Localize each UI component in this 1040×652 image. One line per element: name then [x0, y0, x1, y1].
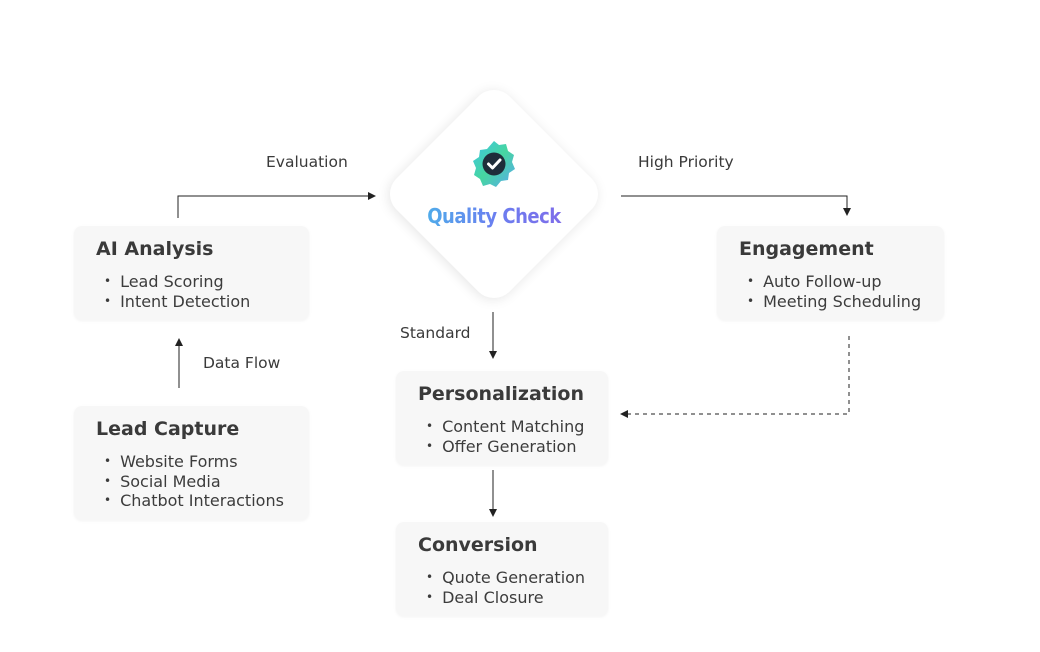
list-item: Offer Generation	[426, 437, 584, 457]
node-list: Auto Follow-up Meeting Scheduling	[747, 272, 921, 311]
list-item: Deal Closure	[426, 588, 585, 608]
connector-ai-to-quality	[177, 192, 376, 218]
decision-diamond	[380, 80, 608, 308]
quality-check-node: Quality Check	[380, 80, 608, 308]
node-title: Lead Capture	[96, 418, 240, 440]
list-item: Intent Detection	[104, 292, 250, 312]
conversion-node: Conversion Quote Generation Deal Closure	[396, 522, 608, 616]
list-item: Lead Scoring	[104, 272, 250, 292]
edge-label-data-flow: Data Flow	[203, 354, 281, 372]
node-list: Website Forms Social Media Chatbot Inter…	[104, 452, 284, 511]
node-title: Personalization	[418, 383, 584, 405]
node-list: Quote Generation Deal Closure	[426, 568, 585, 607]
edge-label-standard: Standard	[400, 324, 471, 342]
list-item: Content Matching	[426, 417, 584, 437]
list-item: Chatbot Interactions	[104, 491, 284, 511]
lead-capture-node: Lead Capture Website Forms Social Media …	[74, 406, 309, 520]
connector-quality-to-engagement	[621, 195, 851, 216]
node-list: Content Matching Offer Generation	[426, 417, 584, 456]
personalization-node: Personalization Content Matching Offer G…	[396, 371, 608, 465]
edge-label-evaluation: Evaluation	[266, 153, 348, 171]
ai-analysis-node: AI Analysis Lead Scoring Intent Detectio…	[74, 226, 309, 320]
list-item: Auto Follow-up	[747, 272, 921, 292]
engagement-node: Engagement Auto Follow-up Meeting Schedu…	[717, 226, 944, 320]
check-badge-icon	[473, 141, 515, 187]
node-list: Lead Scoring Intent Detection	[104, 272, 250, 311]
edge-label-high-priority: High Priority	[638, 153, 734, 171]
node-title: AI Analysis	[96, 238, 214, 260]
list-item: Quote Generation	[426, 568, 585, 588]
quality-check-title: Quality Check	[386, 204, 602, 228]
connector-engagement-to-personalization	[620, 336, 850, 418]
node-title: Engagement	[739, 238, 874, 260]
list-item: Website Forms	[104, 452, 284, 472]
list-item: Social Media	[104, 472, 284, 492]
list-item: Meeting Scheduling	[747, 292, 921, 312]
node-title: Conversion	[418, 534, 538, 556]
